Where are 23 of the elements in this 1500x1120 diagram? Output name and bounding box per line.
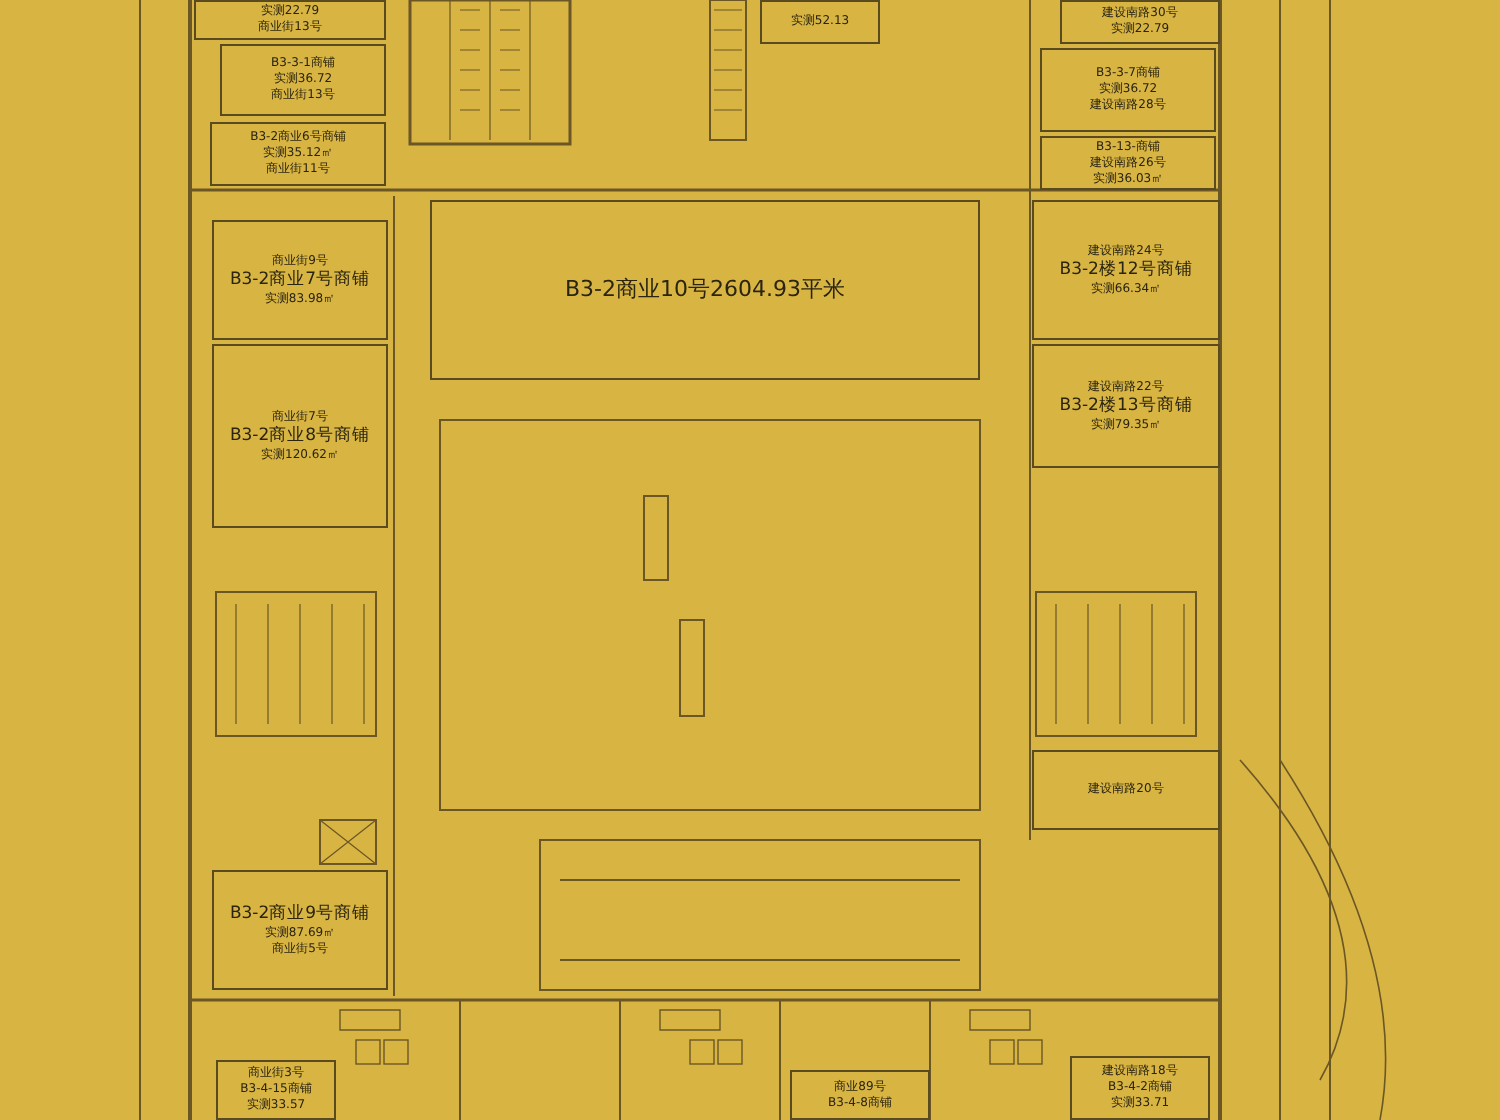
shop-room xyxy=(216,1060,336,1120)
shop-room xyxy=(1032,750,1220,830)
shop-room xyxy=(1032,344,1220,468)
shop-room xyxy=(1060,0,1220,44)
room-label: B3-2商业9号商铺 xyxy=(229,903,371,925)
room-label: B3-2楼13号商铺 xyxy=(1059,395,1193,417)
shop-room xyxy=(212,870,388,990)
room-label: B3-2商业8号商铺 xyxy=(229,425,371,447)
shop-room xyxy=(1032,200,1220,340)
shop-room xyxy=(790,1070,930,1120)
shop-room xyxy=(1070,1056,1210,1120)
shop-room xyxy=(212,344,388,528)
shop-room xyxy=(212,220,388,340)
shop-room xyxy=(210,122,386,186)
shop-room xyxy=(194,0,386,40)
shop-room xyxy=(220,44,386,116)
room-label: B3-2商业10号2604.93平米 xyxy=(565,282,845,298)
shop-room xyxy=(1040,136,1216,190)
shop-room xyxy=(1040,48,1216,132)
room-label: B3-2商业7号商铺 xyxy=(229,269,371,291)
shop-room xyxy=(430,200,980,380)
shop-room xyxy=(760,0,880,44)
room-label: B3-2楼12号商铺 xyxy=(1059,259,1193,281)
